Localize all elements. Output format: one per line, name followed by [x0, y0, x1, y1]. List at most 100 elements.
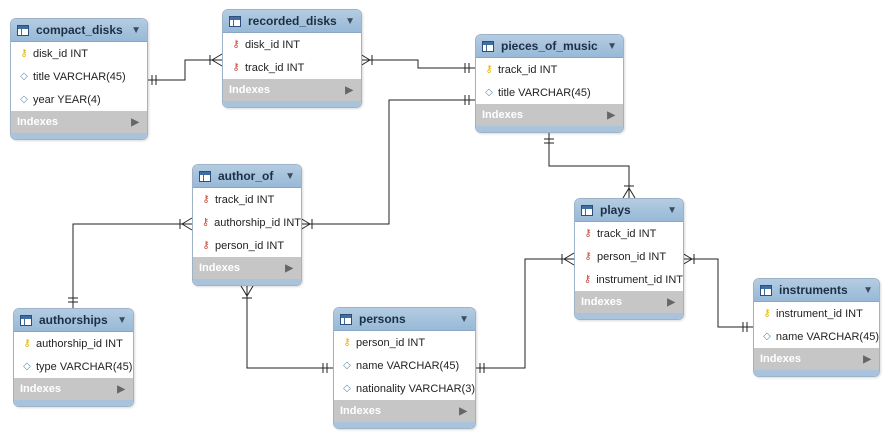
indexes-section[interactable]: Indexes▶ — [14, 378, 133, 400]
many-cardinality-mark — [622, 187, 630, 199]
table-header[interactable]: pieces_of_music ▼ — [476, 35, 623, 58]
indexes-section[interactable]: Indexes ▶ — [193, 257, 301, 279]
table-icon — [482, 40, 494, 52]
column-label: authorship_id INT — [214, 216, 301, 229]
column-row[interactable]: ⚷authorship_id INT — [14, 332, 133, 355]
column-row[interactable]: ⚷ person_id INT — [193, 234, 301, 257]
table-persons[interactable]: persons ▼ ⚷person_id INT ◇name VARCHAR(4… — [333, 307, 476, 429]
table-header[interactable]: plays ▼ — [575, 199, 683, 222]
column-row[interactable]: ◇title VARCHAR(45) — [11, 65, 147, 88]
column-row[interactable]: ◇name VARCHAR(45) — [334, 354, 475, 377]
table-footer — [11, 133, 147, 139]
column-label: year YEAR(4) — [33, 93, 101, 106]
column-row[interactable]: ◇type VARCHAR(45) — [14, 355, 133, 378]
column-row[interactable]: ⚷disk_id INT — [223, 33, 361, 56]
relationship-line — [146, 59, 222, 81]
column-label: instrument_id INT — [776, 307, 863, 320]
table-header[interactable]: author_of ▼ — [193, 165, 301, 188]
column-row[interactable]: ◇title VARCHAR(45) — [476, 81, 623, 104]
column-row[interactable]: ◇ nationality VARCHAR(3) — [334, 377, 475, 400]
table-header[interactable]: persons ▼ — [334, 308, 475, 331]
table-footer — [223, 101, 361, 107]
relationship-line — [300, 99, 475, 225]
column-row[interactable]: ⚷track_id INT — [193, 188, 301, 211]
column-row[interactable]: ⚷person_id INT — [334, 331, 475, 354]
column-label: authorship_id INT — [36, 337, 123, 350]
column-row[interactable]: ⚷track_id INT — [575, 222, 683, 245]
expand-arrow-icon[interactable]: ▶ — [345, 84, 353, 96]
attribute-diamond-icon: ◇ — [343, 383, 351, 394]
indexes-section[interactable]: Indexes ▶ — [575, 291, 683, 313]
table-icon — [17, 24, 29, 36]
indexes-label: Indexes — [760, 353, 801, 365]
relationship-line — [360, 59, 475, 69]
column-row[interactable]: ⚷ track_id INT — [476, 58, 623, 81]
expand-arrow-icon[interactable]: ▶ — [459, 405, 467, 417]
table-recorded-disks[interactable]: recorded_disks ▼ ⚷disk_id INT ⚷track_id … — [222, 9, 362, 108]
table-author-of[interactable]: author_of ▼ ⚷track_id INT ⚷authorship_id… — [192, 164, 302, 286]
column-label: type VARCHAR(45) — [36, 360, 133, 373]
table-title: instruments — [779, 283, 848, 297]
column-row[interactable]: ⚷instrument_id INT — [754, 302, 879, 325]
collapse-toggle-icon[interactable]: ▼ — [459, 313, 469, 325]
table-pieces-of-music[interactable]: pieces_of_music ▼ ⚷ track_id INT ◇title V… — [475, 34, 624, 133]
expand-arrow-icon[interactable]: ▶ — [607, 109, 615, 121]
table-title: plays — [600, 203, 631, 217]
table-plays[interactable]: plays ▼ ⚷track_id INT ⚷person_id INT ⚷in… — [574, 198, 684, 320]
column-row[interactable]: ⚷track_id INT — [223, 56, 361, 79]
indexes-section[interactable]: Indexes ▶ — [223, 79, 361, 101]
indexes-section[interactable]: Indexes ▶ — [754, 348, 879, 370]
column-label: name VARCHAR(45) — [775, 330, 879, 343]
column-row[interactable]: ⚷instrument_id INT — [575, 268, 683, 291]
table-title: persons — [359, 312, 406, 326]
collapse-toggle-icon[interactable]: ▼ — [863, 284, 873, 296]
expand-arrow-icon[interactable]: ▶ — [117, 383, 125, 395]
expand-arrow-icon[interactable]: ▶ — [131, 116, 139, 128]
column-row[interactable]: ⚷authorship_id INT — [193, 211, 301, 234]
indexes-section[interactable]: Indexes▶ — [334, 400, 475, 422]
indexes-section[interactable]: Indexes▶ — [11, 111, 147, 133]
column-row[interactable]: ⚷person_id INT — [575, 245, 683, 268]
table-header[interactable]: authorships ▼ — [14, 309, 133, 332]
table-header[interactable]: compact_disks ▼ — [11, 19, 147, 42]
column-label: person_id INT — [215, 239, 285, 252]
indexes-label: Indexes — [581, 296, 622, 308]
primary-key-icon: ⚷ — [485, 64, 493, 75]
column-label: track_id INT — [498, 63, 558, 76]
collapse-toggle-icon[interactable]: ▼ — [345, 15, 355, 27]
indexes-section[interactable]: Indexes▶ — [476, 104, 623, 126]
expand-arrow-icon[interactable]: ▶ — [285, 262, 293, 274]
table-instruments[interactable]: instruments ▼ ⚷instrument_id INT ◇name V… — [753, 278, 880, 377]
expand-arrow-icon[interactable]: ▶ — [863, 353, 871, 365]
table-header[interactable]: recorded_disks ▼ — [223, 10, 361, 33]
collapse-toggle-icon[interactable]: ▼ — [285, 170, 295, 182]
foreign-key-icon: ⚷ — [232, 62, 240, 73]
column-row[interactable]: ◇ year YEAR(4) — [11, 88, 147, 111]
table-footer — [575, 313, 683, 319]
table-authorships[interactable]: authorships ▼ ⚷authorship_id INT ◇type V… — [13, 308, 134, 407]
collapse-toggle-icon[interactable]: ▼ — [607, 40, 617, 52]
many-cardinality-mark — [246, 285, 254, 297]
expand-arrow-icon[interactable]: ▶ — [667, 296, 675, 308]
collapse-toggle-icon[interactable]: ▼ — [117, 314, 127, 326]
foreign-key-icon: ⚷ — [584, 251, 592, 262]
table-title: authorships — [39, 313, 108, 327]
collapse-toggle-icon[interactable]: ▼ — [667, 204, 677, 216]
indexes-label: Indexes — [229, 84, 270, 96]
attribute-diamond-icon: ◇ — [20, 94, 28, 105]
table-header[interactable]: instruments ▼ — [754, 279, 879, 302]
primary-key-icon: ⚷ — [20, 48, 28, 59]
relationship-line — [246, 286, 333, 369]
column-row[interactable]: ⚷disk_id INT — [11, 42, 147, 65]
column-label: nationality VARCHAR(3) — [355, 382, 475, 395]
attribute-diamond-icon: ◇ — [20, 71, 28, 82]
relationship-line — [474, 258, 574, 369]
foreign-key-icon: ⚷ — [202, 240, 210, 251]
collapse-toggle-icon[interactable]: ▼ — [131, 24, 141, 36]
foreign-key-icon: ⚷ — [202, 194, 210, 205]
table-footer — [476, 126, 623, 132]
table-compact-disks[interactable]: compact_disks ▼ ⚷disk_id INT ◇title VARC… — [10, 18, 148, 140]
column-row[interactable]: ◇name VARCHAR(45) — [754, 325, 879, 348]
indexes-label: Indexes — [199, 262, 240, 274]
table-title: author_of — [218, 169, 274, 183]
